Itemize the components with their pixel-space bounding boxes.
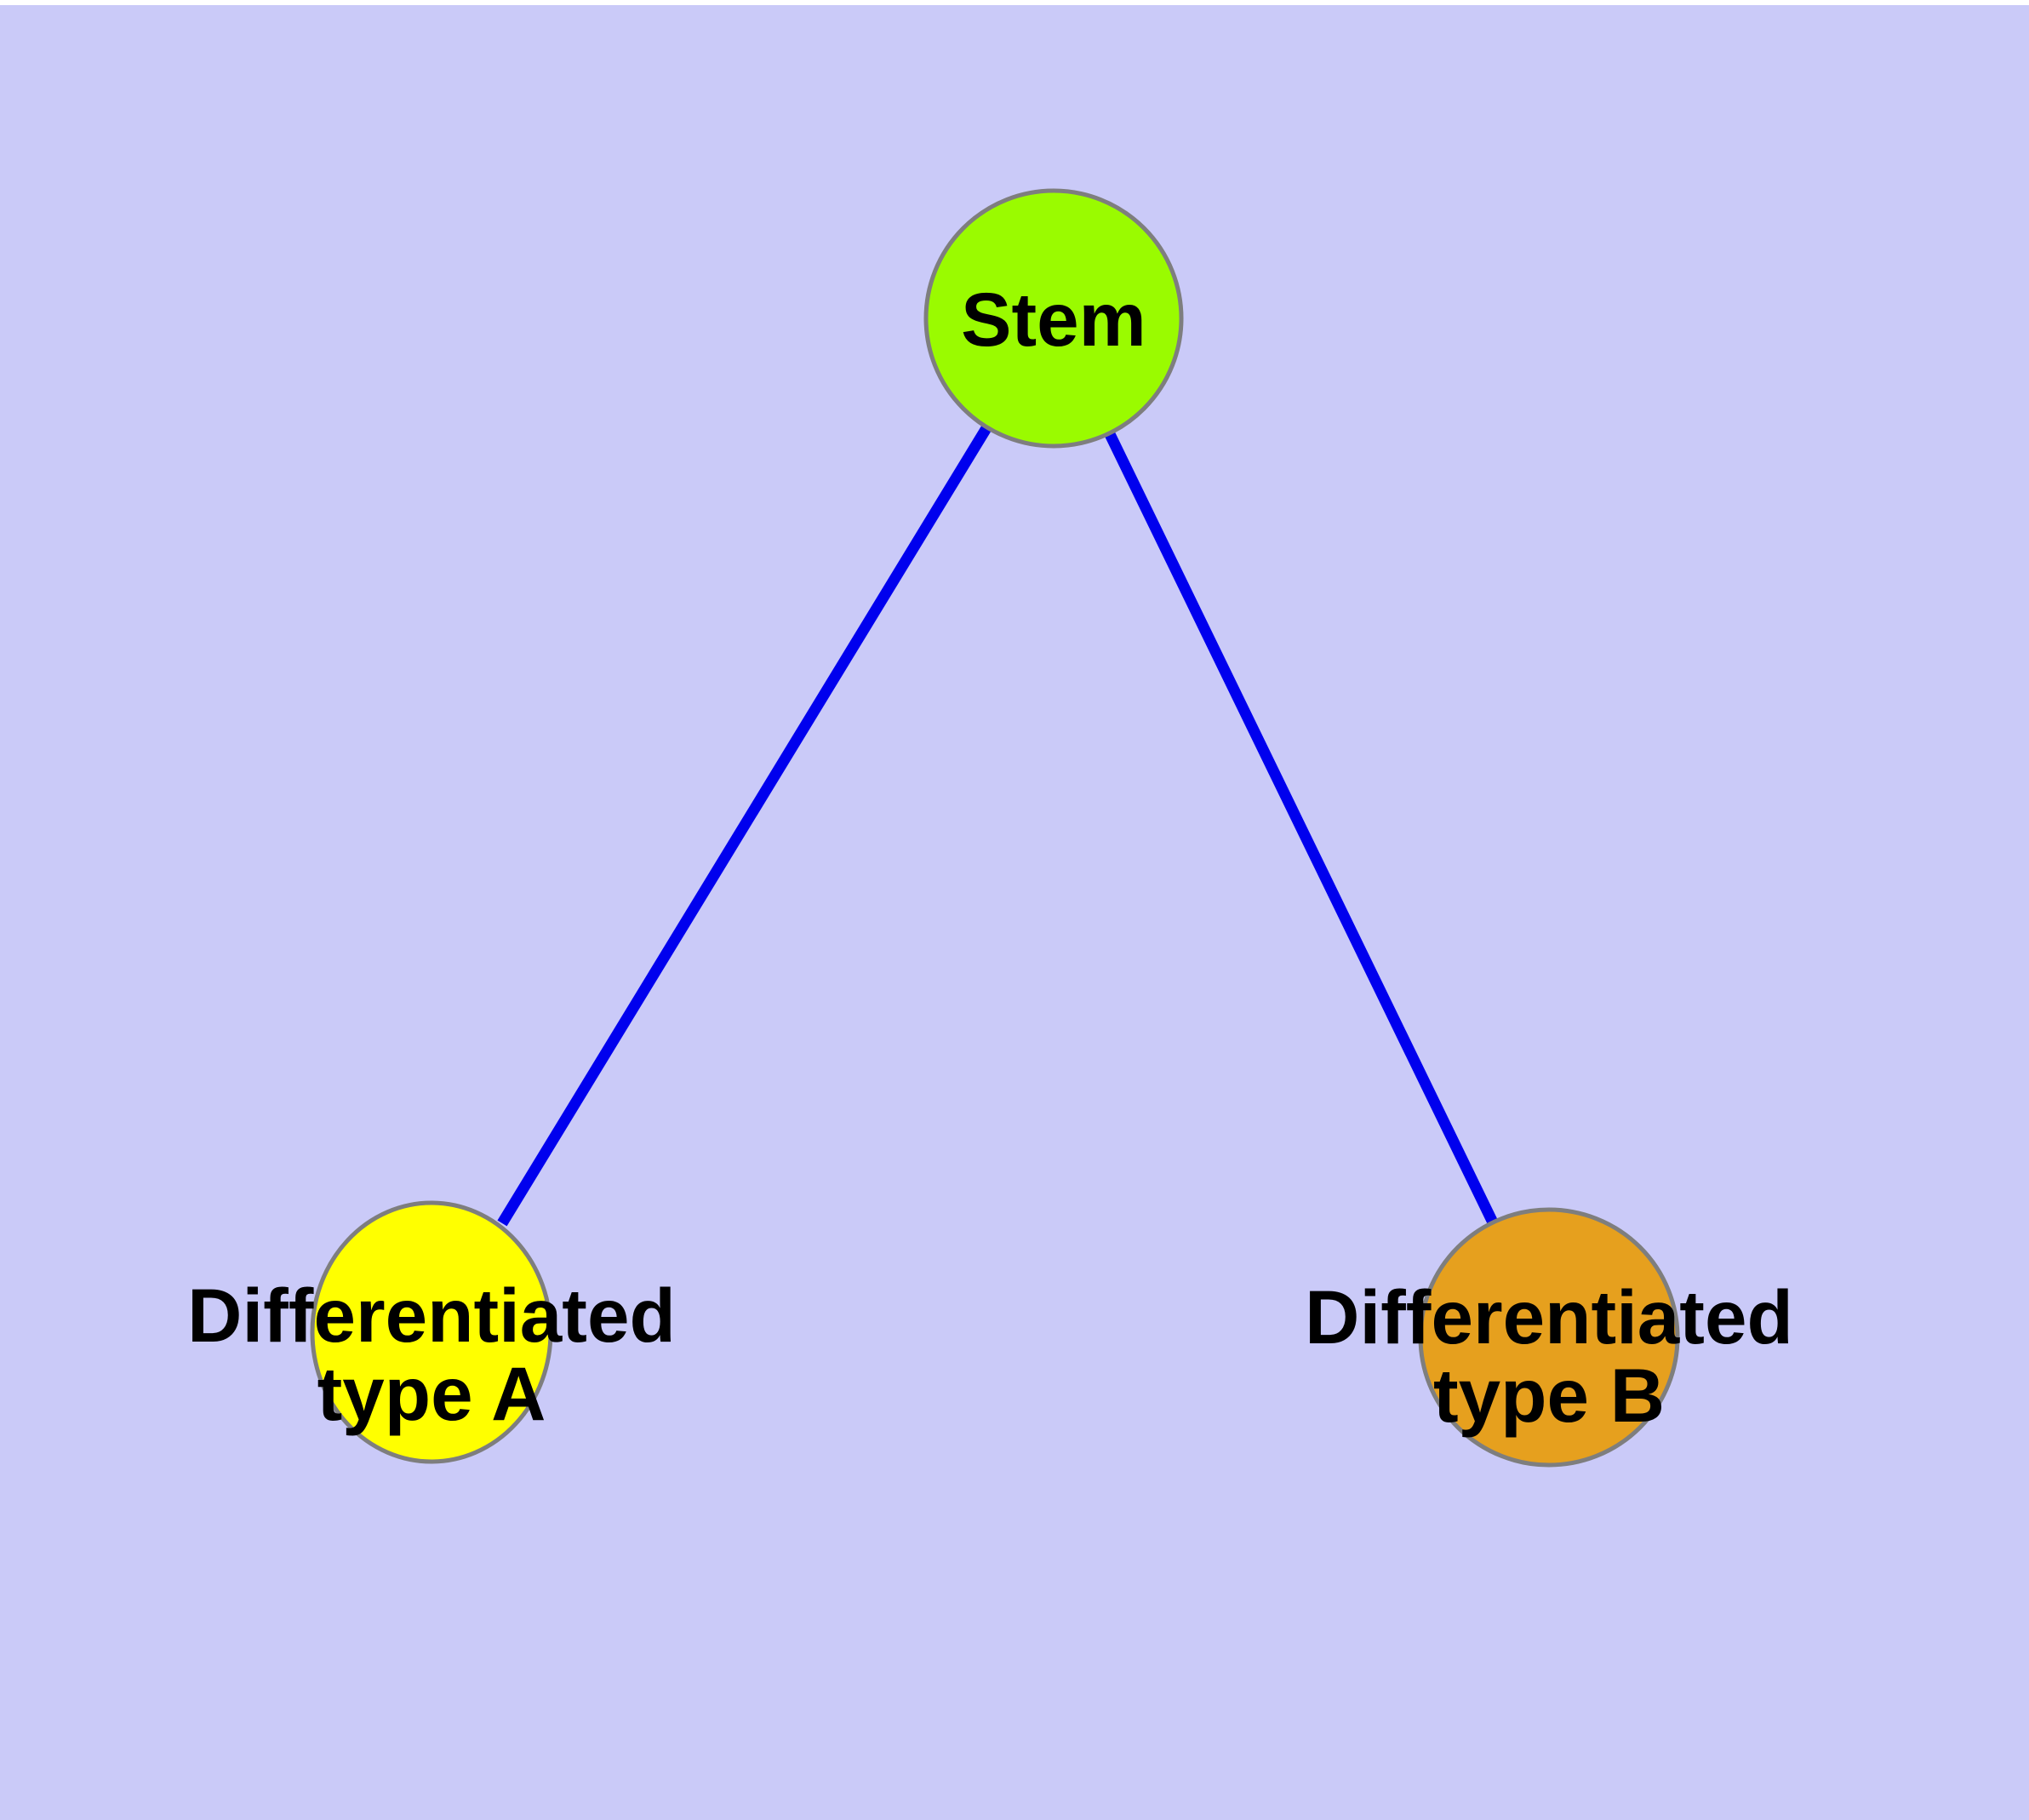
node-differentiated-type-a: Differentiated type A bbox=[187, 1200, 676, 1464]
node-type-b-label-line2: type B bbox=[1433, 1353, 1665, 1438]
node-stem-label: Stem bbox=[961, 277, 1146, 362]
node-type-b-ellipse bbox=[1418, 1207, 1680, 1468]
node-type-a-ellipse bbox=[310, 1200, 553, 1464]
node-type-b-label-line1: Differentiated bbox=[1305, 1274, 1793, 1359]
node-type-a-label-line1: Differentiated bbox=[187, 1273, 676, 1358]
node-stem-circle bbox=[923, 188, 1184, 449]
node-differentiated-type-b: Differentiated type B bbox=[1305, 1207, 1793, 1468]
node-type-a-label-line2: type A bbox=[317, 1351, 546, 1436]
node-stem: Stem bbox=[923, 188, 1184, 449]
edge-stem-to-type-b bbox=[1105, 432, 1498, 1225]
edge-stem-to-type-a bbox=[497, 425, 992, 1227]
